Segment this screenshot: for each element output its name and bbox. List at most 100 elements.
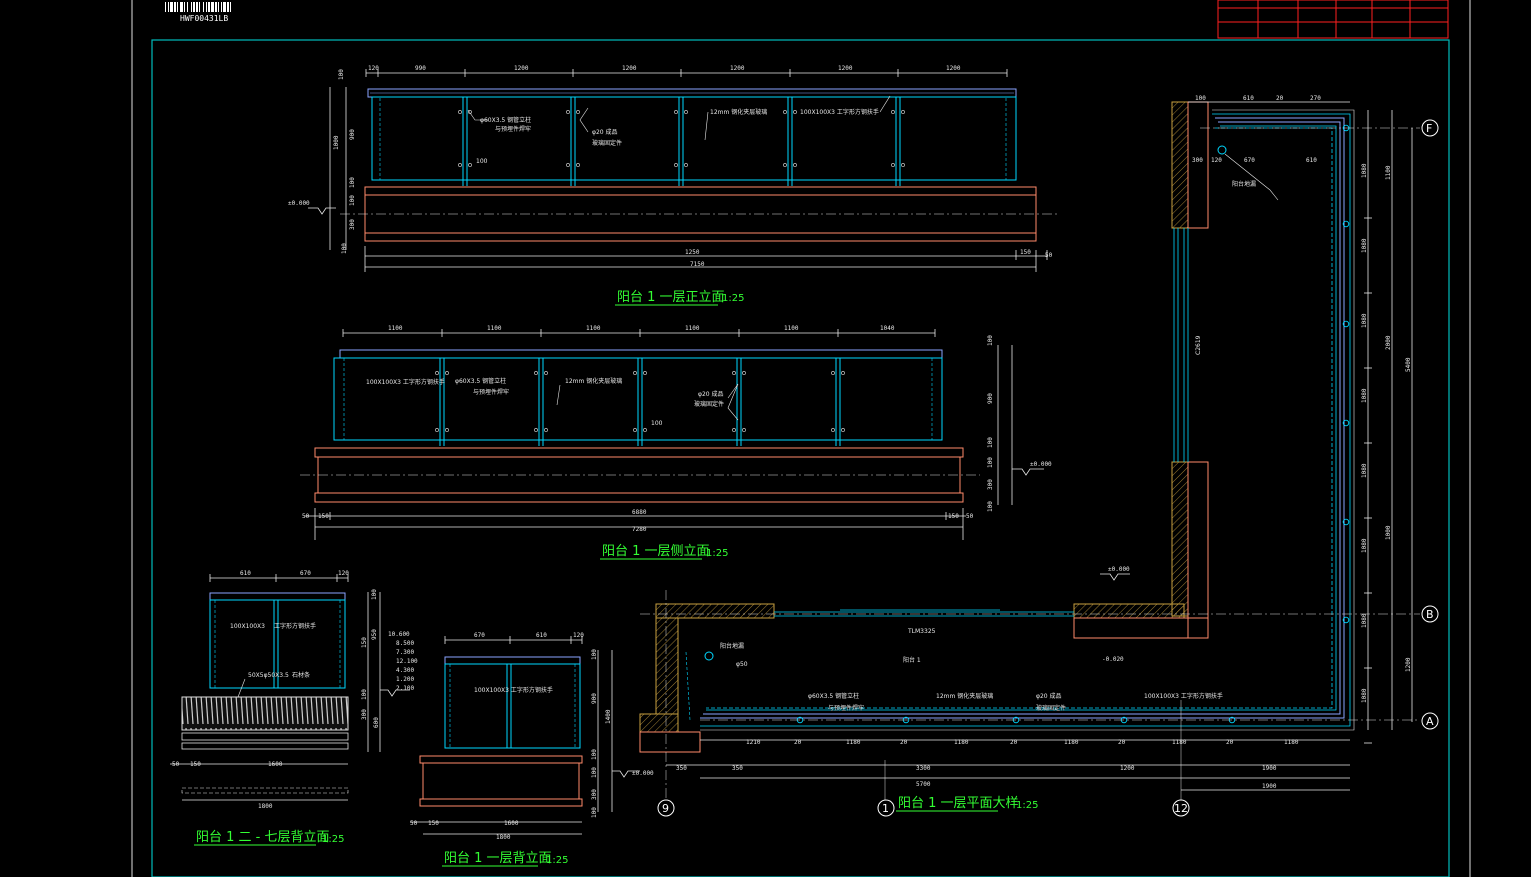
plan-note-6: 100X100X3 工字形方钢扶手 <box>1144 692 1223 700</box>
back27-dim-right-2: 150 <box>361 637 368 648</box>
glass-clip <box>793 110 797 114</box>
barcode-bar <box>177 2 178 12</box>
front-dim-top-0: 120 <box>368 65 379 72</box>
plan-note-1: φ60X3.5 钢管立柱 <box>808 692 859 700</box>
back1-dim-right-3: 100 <box>591 749 598 760</box>
side-dim-right-3: 100 <box>987 457 994 468</box>
plan-bot-0: 350 <box>676 765 687 772</box>
back1-dim-bot-2: 1600 <box>504 820 519 827</box>
side-dim-bot-1: 150 <box>318 513 329 520</box>
back27-level-1: 8.500 <box>396 640 414 647</box>
glass-clip <box>891 110 895 114</box>
axis-right-2: A <box>1426 715 1434 728</box>
plan-detail: C2619 TLM3325 阳台 1 F B <box>639 95 1439 817</box>
glass-clip <box>445 371 449 375</box>
barcode-bar <box>184 2 185 12</box>
glass-clip <box>544 428 548 432</box>
front-dim-top-3: 1200 <box>622 65 637 72</box>
plan-level-1: -0.020 <box>1102 656 1124 663</box>
side-note-4: φ20 成品 <box>698 390 724 398</box>
barcode-bar <box>215 2 217 12</box>
barcode-text: HWF00431LB <box>180 14 228 23</box>
front-dim-left-4: 100 <box>349 195 356 206</box>
front-scale: 1:25 <box>722 293 744 304</box>
glass-clip <box>544 371 548 375</box>
glass-clip <box>841 428 845 432</box>
plan-top-5: 120 <box>1211 157 1222 164</box>
glass-clip <box>566 163 570 167</box>
plan-window: C2619 <box>1195 335 1202 355</box>
back27-dim-right-3: 100 <box>361 689 368 700</box>
barcode-bar <box>168 2 169 12</box>
barcode-bar <box>199 2 200 12</box>
glass-clip <box>576 110 580 114</box>
back1-title: 阳台 1 一层背立面 <box>444 851 552 866</box>
back1-dim-bot-1: 150 <box>428 820 439 827</box>
plan-top-3: 270 <box>1310 95 1321 102</box>
barcode-bar <box>203 2 204 12</box>
plan-top-2: 20 <box>1276 95 1284 102</box>
side-note-1: φ60X3.5 钢管立柱 <box>455 377 506 385</box>
side-dim-right-4: 300 <box>987 479 994 490</box>
back27-dim-top-2: 120 <box>338 570 349 577</box>
back-elevation-2-7: 610 670 120 950 100 150 100 300 600 10.6… <box>170 570 418 846</box>
back27-level-stack: 10.600 8.500 7.300 12.100 4.300 1.200 2.… <box>380 631 418 697</box>
back1-dim-total: 1800 <box>496 834 511 841</box>
side-dim-total: 7280 <box>632 526 647 533</box>
glass-clip <box>633 428 637 432</box>
front-note-3: 玻璃固定件 <box>592 139 622 147</box>
plan-top-6: 670 <box>1244 157 1255 164</box>
plan-right-total-2: 5400 <box>1405 357 1412 372</box>
plan-right-total-4: 1200 <box>1405 657 1412 672</box>
side-note-3: 12mm 钢化夹层玻璃 <box>565 377 622 385</box>
side-note-0: 100X100X3 工字形方钢扶手 <box>366 378 445 386</box>
glass-clip <box>534 371 538 375</box>
plan-bot-2: 3300 <box>916 765 931 772</box>
barcode-bar <box>174 2 176 12</box>
plan-right-dim: 1080 <box>1361 688 1368 703</box>
barcode-bar <box>206 2 207 12</box>
back27-dim-bot-0: 50 <box>172 761 180 768</box>
axis-bot-0: 9 <box>662 802 669 815</box>
front-dim-left-2: 900 <box>349 129 356 140</box>
barcode-bar <box>165 2 166 12</box>
glass-clip <box>435 428 439 432</box>
back27-dim-bot-2: 1600 <box>268 761 283 768</box>
back1-dim-bot-0: 50 <box>410 820 418 827</box>
front-dim-left-0: 100 <box>338 69 345 80</box>
back27-level-0: 10.600 <box>388 631 410 638</box>
back1-note-0: 100X100X3 工字形方钢扶手 <box>474 686 553 694</box>
plan-level-0: ±0.000 <box>1108 566 1130 573</box>
front-note-6: 100 <box>476 158 488 165</box>
plan-door: TLM3325 <box>907 628 936 635</box>
front-dim-bot-2: 50 <box>1045 252 1053 259</box>
back1-dim-right-6: 100 <box>591 807 598 818</box>
back27-level-3: 12.100 <box>396 658 418 665</box>
side-dim-bot-2: 6880 <box>632 509 647 516</box>
back1-level: ±0.000 <box>632 770 654 777</box>
glass-clip <box>732 371 736 375</box>
plan-right-dim: 1080 <box>1361 538 1368 553</box>
side-elevation: 1100 1100 1100 1100 1100 1040 100 900 10… <box>300 325 1052 560</box>
plan-note-0: 阳台地漏 <box>720 642 744 650</box>
back-elevation-1: 670 610 120 100 900 1400 100 100 300 100… <box>410 632 654 867</box>
plan-right-dim: 1080 <box>1361 613 1368 628</box>
side-scale: 1:25 <box>706 548 728 559</box>
plan-bot-total: 5700 <box>916 781 931 788</box>
barcode-bar <box>221 2 222 12</box>
barcode-bar <box>196 2 198 12</box>
back1-dim-right-2: 1400 <box>605 709 612 724</box>
barcode-bar <box>223 2 226 12</box>
back1-dim-right-0: 100 <box>591 649 598 660</box>
barcode-bar <box>218 2 219 12</box>
glass-clip <box>576 163 580 167</box>
glass-clip <box>841 371 845 375</box>
side-dim-top-0: 1100 <box>388 325 403 332</box>
drawing-frame <box>151 39 1450 877</box>
back27-dim-right-5: 600 <box>373 717 380 728</box>
axis-right-1: B <box>1426 608 1434 621</box>
plan-bot-4: 1900 <box>1262 765 1277 772</box>
side-dim-top-2: 1100 <box>586 325 601 332</box>
front-note-1: 与预埋件焊牢 <box>495 125 531 133</box>
plan-bot-1: 350 <box>732 765 743 772</box>
